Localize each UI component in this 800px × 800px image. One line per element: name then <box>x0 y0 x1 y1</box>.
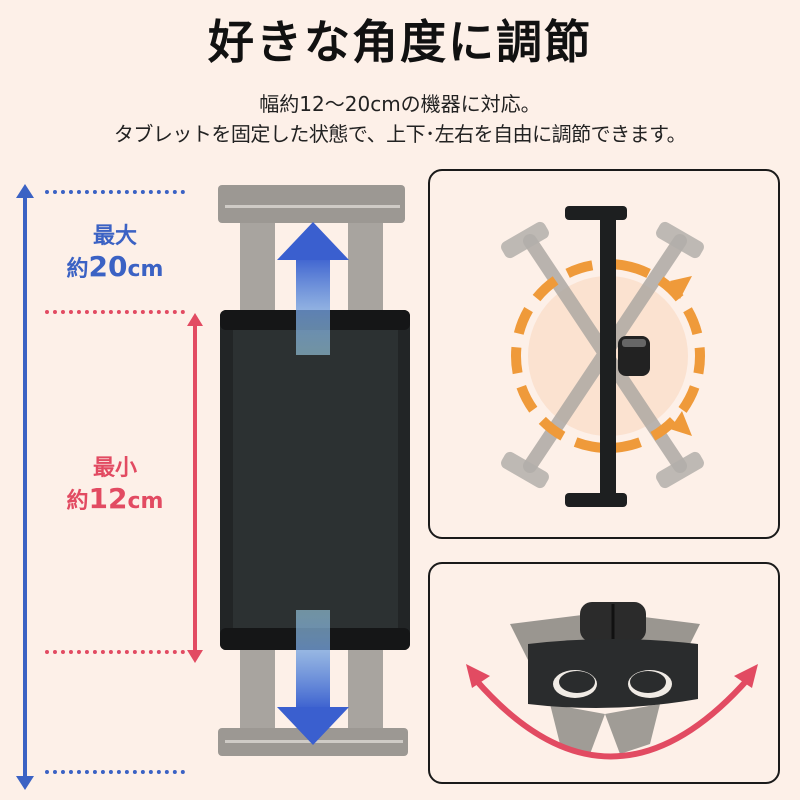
max-top-guide <box>45 190 185 194</box>
rotation-illustration <box>501 206 705 507</box>
max-size-label: 最大 約20cm <box>66 224 164 283</box>
rotation-panel <box>428 169 780 539</box>
min-top-guide <box>45 310 185 314</box>
max-bottom-guide <box>45 770 185 774</box>
min-size-label: 最小 約12cm <box>66 456 164 515</box>
tablet-holder-image <box>218 185 410 756</box>
min-height-arrow-icon <box>187 313 203 663</box>
subtitle-description: タブレットを固定した状態で、上下･左右を自由に調節できます。 <box>113 122 687 146</box>
subtitle-compatibility: 幅約12～20cmの機器に対応。 <box>259 92 541 116</box>
tilt-panel <box>428 562 780 784</box>
page-title: 好きな角度に調節 <box>208 15 592 69</box>
min-bottom-guide <box>45 650 185 654</box>
max-height-arrow-icon <box>16 184 34 790</box>
tilt-illustration <box>466 602 758 760</box>
